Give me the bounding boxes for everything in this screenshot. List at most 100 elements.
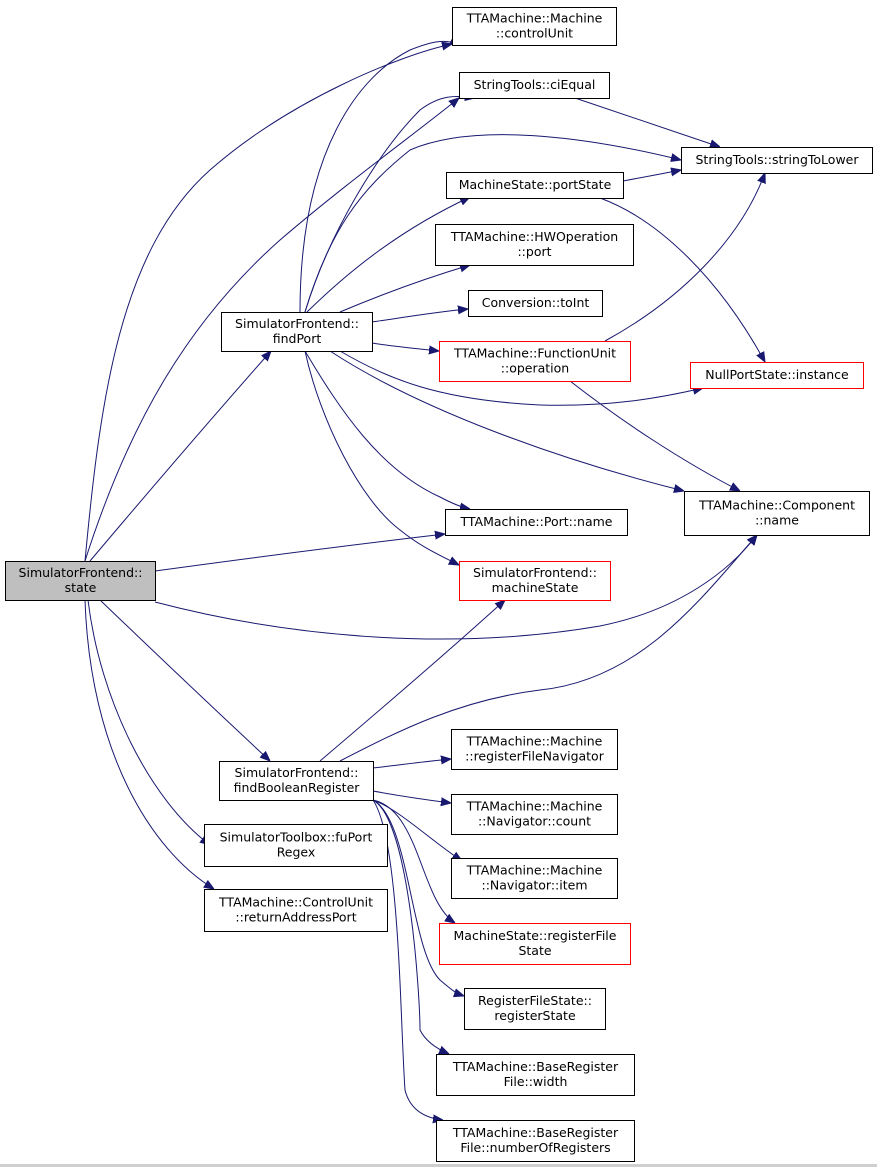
- node-toInt[interactable]: Conversion::toInt: [468, 290, 603, 317]
- node-label: File::width: [504, 1074, 568, 1089]
- node-label: ::controlUnit: [496, 26, 573, 41]
- node-label: SimulatorFrontend::: [19, 565, 143, 580]
- node-ciEqual[interactable]: StringTools::ciEqual: [459, 72, 610, 99]
- edge-findPort-to-ciEqual: [304, 96, 475, 313]
- edge-state-to-findPort: [89, 351, 271, 562]
- node-label: StringTools::ciEqual: [474, 77, 596, 92]
- edge-state-to-controlUnit: [84, 44, 452, 562]
- edge-portState-to-nullPortState: [599, 197, 765, 362]
- node-label: State: [518, 943, 551, 958]
- node-label: TTAMachine::Machine: [466, 863, 603, 878]
- node-returnAddressPort[interactable]: TTAMachine::ControlUnit::returnAddressPo…: [204, 889, 388, 932]
- node-label: state: [65, 580, 97, 595]
- node-machineState[interactable]: SimulatorFrontend::machineState: [459, 561, 611, 601]
- edge-state-to-componentName: [154, 535, 757, 640]
- node-hwPort[interactable]: TTAMachine::HWOperation::port: [435, 224, 634, 266]
- node-label: TTAMachine::ControlUnit: [218, 895, 373, 910]
- node-label: registerState: [494, 1008, 576, 1023]
- node-box: [684, 491, 870, 536]
- node-stringToLower[interactable]: StringTools::stringToLower: [681, 147, 873, 174]
- edge-findPort-to-nullPortState: [339, 350, 703, 406]
- node-label: MachineState::portState: [459, 177, 612, 192]
- node-navCount[interactable]: TTAMachine::Machine::Navigator::count: [451, 794, 618, 835]
- edge-findBooleanRegister-to-componentName: [339, 535, 757, 762]
- node-label: ::registerFileNavigator: [465, 749, 605, 764]
- edge-state-to-findBooleanRegister: [99, 599, 270, 761]
- node-componentName[interactable]: TTAMachine::Component::name: [684, 491, 870, 536]
- node-label: ::operation: [501, 361, 569, 376]
- node-label: ::port: [517, 244, 551, 259]
- node-label: StringTools::stringToLower: [695, 152, 859, 167]
- edge-fuOperation-to-stringToLower: [604, 173, 765, 342]
- node-box: [204, 824, 388, 867]
- edge-state-to-returnAddressPort: [84, 599, 214, 889]
- node-label: TTAMachine::Component: [698, 498, 855, 513]
- node-label: machineState: [492, 580, 579, 595]
- node-findPort[interactable]: SimulatorFrontend::findPort: [221, 312, 373, 352]
- node-box: [459, 72, 610, 99]
- node-label: TTAMachine::Machine: [466, 734, 603, 749]
- node-brfNumRegs[interactable]: TTAMachine::BaseRegisterFile::numberOfRe…: [436, 1120, 635, 1162]
- edge-findPort-to-portName: [304, 350, 470, 509]
- node-findBooleanRegister[interactable]: SimulatorFrontend::findBooleanRegister: [219, 761, 374, 801]
- node-rfNavigator[interactable]: TTAMachine::Machine::registerFileNavigat…: [451, 729, 618, 770]
- edge-findPort-to-hwPort: [339, 265, 470, 313]
- node-box: [5, 561, 156, 601]
- node-portState[interactable]: MachineState::portState: [446, 172, 624, 199]
- edge-findPort-to-componentName: [329, 350, 684, 491]
- node-box: [204, 889, 388, 932]
- node-fuOperation[interactable]: TTAMachine::FunctionUnit::operation: [439, 341, 631, 382]
- edge-state-to-fuPortRegex: [87, 599, 210, 845]
- edge-findBooleanRegister-to-brfWidth: [372, 799, 449, 1054]
- edge-findPort-to-machineState: [304, 350, 459, 565]
- node-box: [468, 290, 603, 317]
- node-box: [451, 794, 618, 835]
- node-label: TTAMachine::Machine: [466, 799, 603, 814]
- node-box: [681, 147, 873, 174]
- node-label: ::name: [755, 513, 799, 528]
- node-label: MachineState::registerFile: [454, 928, 617, 943]
- edge-findPort-to-controlUnit: [299, 41, 460, 313]
- node-label: ::Navigator::item: [481, 878, 587, 893]
- node-box: [464, 988, 606, 1030]
- edges: [84, 41, 765, 1120]
- node-box: [452, 7, 617, 46]
- edge-findBooleanRegister-to-rfNavigator: [372, 759, 451, 769]
- node-label: TTAMachine::Machine: [466, 11, 603, 26]
- node-label: findPort: [273, 331, 322, 346]
- node-box: [439, 923, 631, 965]
- node-label: ::returnAddressPort: [235, 910, 356, 925]
- node-box: [451, 858, 618, 899]
- edge-findBooleanRegister-to-machineState: [319, 600, 505, 762]
- node-registerState[interactable]: RegisterFileState::registerState: [464, 988, 606, 1030]
- edge-state-to-ciEqual: [84, 98, 459, 562]
- node-portName[interactable]: TTAMachine::Port::name: [445, 509, 628, 536]
- node-label: TTAMachine::BaseRegister: [452, 1125, 619, 1140]
- node-label: findBooleanRegister: [234, 780, 361, 795]
- node-label: TTAMachine::FunctionUnit: [453, 346, 616, 361]
- edge-portState-to-stringToLower: [622, 170, 681, 182]
- node-box: [690, 362, 864, 389]
- edge-findBooleanRegister-to-registerState: [372, 799, 464, 996]
- node-controlUnit[interactable]: TTAMachine::Machine::controlUnit: [452, 7, 617, 46]
- node-label: RegisterFileState::: [478, 993, 592, 1008]
- node-label: Conversion::toInt: [482, 295, 590, 310]
- node-label: File::numberOfRegisters: [460, 1140, 610, 1155]
- edge-findPort-to-portState: [306, 197, 470, 313]
- node-nullPortState[interactable]: NullPortState::instance: [690, 362, 864, 389]
- node-box: [436, 1120, 635, 1162]
- node-box: [446, 172, 624, 199]
- node-box: [459, 561, 611, 601]
- node-state[interactable]: SimulatorFrontend::state: [5, 561, 156, 601]
- node-box: [451, 729, 618, 770]
- node-label: SimulatorToolbox::fuPort: [220, 830, 373, 845]
- node-box: [436, 1054, 635, 1096]
- edge-findPort-to-fuOperation: [371, 342, 439, 351]
- node-box: [445, 509, 628, 536]
- node-navItem[interactable]: TTAMachine::Machine::Navigator::item: [451, 858, 618, 899]
- bottom-rule: [0, 1164, 877, 1167]
